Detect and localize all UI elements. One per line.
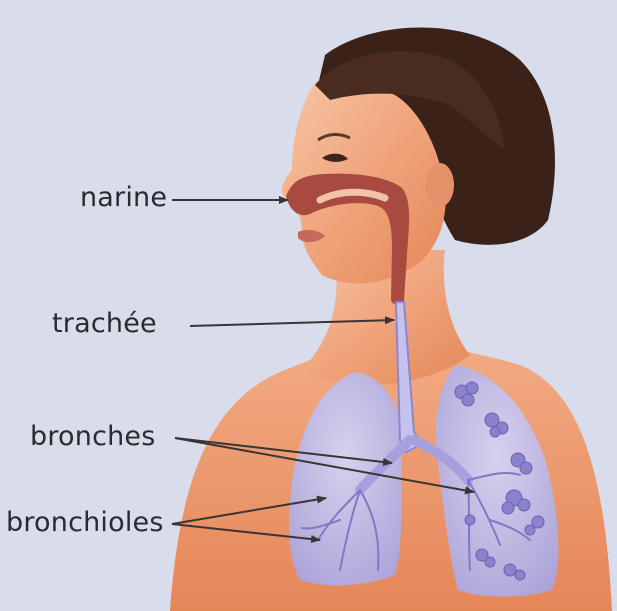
label-bronchioles: bronchioles (6, 507, 164, 538)
label-trachee: trachée (52, 308, 157, 339)
label-bronches: bronches (30, 421, 156, 452)
label-narine: narine (80, 182, 167, 213)
ear (426, 163, 454, 207)
